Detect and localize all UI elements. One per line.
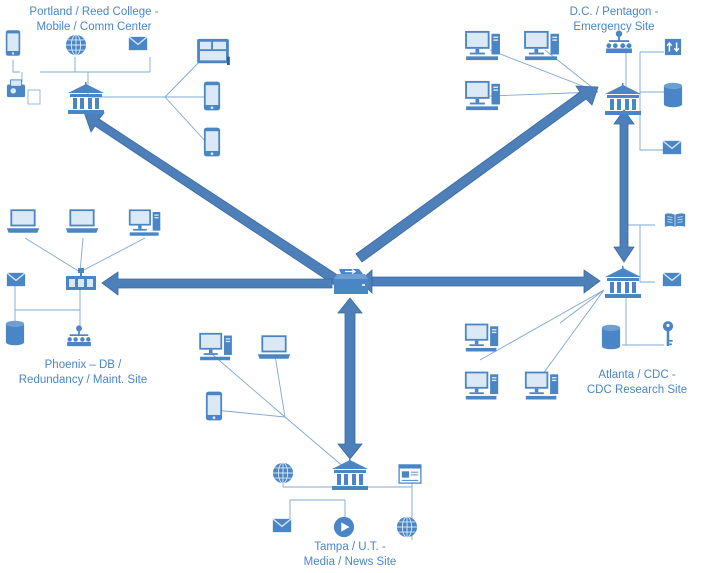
phoenix-workstation-icon[interactable] (128, 209, 161, 236)
portland-web-icon[interactable] (65, 34, 87, 56)
tampa-video-icon[interactable] (333, 516, 355, 538)
tampa-email-icon[interactable] (272, 518, 292, 533)
portland-fax-icon[interactable] (6, 79, 26, 98)
tampa-globe-icon[interactable] (396, 516, 418, 538)
phoenix-laptop-2-icon[interactable] (65, 209, 99, 233)
site-label-phoenix: Phoenix – DB / Redundancy / Maint. Site (8, 358, 158, 388)
site-label-atlanta: Atlanta / CDC - CDC Research Site (572, 368, 701, 398)
arrow-hub-dc (355, 85, 599, 263)
site-label-dc-line2: Emergency Site (573, 21, 655, 33)
phoenix-switch-icon[interactable] (66, 268, 96, 290)
portland-email-icon[interactable] (128, 36, 148, 51)
portland-tablet-icon[interactable] (197, 38, 230, 66)
site-label-tampa-line2: Media / News Site (303, 556, 397, 568)
router-icon[interactable] (333, 268, 369, 295)
site-label-dc: D.C. / Pentagon - Emergency Site (544, 5, 684, 35)
site-label-atlanta-line1: Atlanta / CDC - (598, 369, 676, 381)
tampa-webpage-icon[interactable] (398, 464, 422, 484)
atlanta-library-icon[interactable] (664, 212, 686, 228)
tampa-phone-icon[interactable] (205, 391, 223, 421)
site-label-atlanta-line2: CDC Research Site (586, 384, 688, 396)
atlanta-workstation-2-icon[interactable] (464, 371, 499, 400)
atlanta-email-icon[interactable] (662, 272, 682, 287)
site-label-portland: Portland / Reed College - Mobile / Comm … (14, 5, 174, 35)
site-label-tampa-line1: Tampa / U.T. - (314, 541, 386, 553)
tampa-building-icon[interactable] (332, 458, 368, 490)
arrow-dc-atlanta (613, 109, 635, 263)
site-label-phoenix-line2: Redundancy / Maint. Site (18, 374, 148, 386)
connector-lines (12, 45, 664, 540)
portland-phone-icon[interactable] (203, 81, 221, 111)
dc-workstation-icon[interactable] (465, 30, 500, 61)
site-label-portland-line2: Mobile / Comm Center (36, 21, 152, 33)
dc-database-icon[interactable] (663, 82, 683, 108)
arrow-hub-atlanta (371, 269, 601, 294)
atlanta-key-icon[interactable] (662, 321, 674, 346)
arrow-hub-phoenix (101, 271, 333, 296)
dc-transfer-icon[interactable] (664, 38, 682, 56)
tampa-workstation-icon[interactable] (199, 332, 232, 361)
arrow-hub-tampa (337, 297, 363, 460)
atlanta-workstation-3-icon[interactable] (524, 371, 559, 400)
site-label-portland-line1: Portland / Reed College - (29, 6, 159, 18)
phoenix-database-icon[interactable] (5, 320, 25, 346)
dc-workstation-2-icon[interactable] (524, 30, 559, 61)
dc-building-icon[interactable] (605, 83, 641, 115)
portland-phone-2-icon[interactable] (203, 127, 221, 157)
dc-workstation-3-icon[interactable] (465, 80, 500, 111)
portland-device-icon (27, 89, 41, 105)
backbone-arrows (83, 85, 635, 460)
phoenix-directory-icon[interactable] (67, 325, 91, 347)
atlanta-database-icon[interactable] (601, 324, 621, 350)
site-label-phoenix-line1: Phoenix – DB / (44, 359, 122, 371)
site-label-dc-line1: D.C. / Pentagon - (569, 6, 659, 18)
dc-email-icon[interactable] (662, 140, 682, 155)
atlanta-workstation-icon[interactable] (464, 323, 499, 352)
portland-building-icon[interactable] (68, 82, 104, 114)
phoenix-laptop-icon[interactable] (6, 209, 40, 233)
atlanta-building-icon[interactable] (605, 266, 641, 298)
site-label-tampa: Tampa / U.T. - Media / News Site (280, 540, 420, 570)
tampa-laptop-icon[interactable] (257, 335, 291, 359)
tampa-web-icon[interactable] (272, 462, 294, 484)
phoenix-email-icon[interactable] (6, 272, 26, 287)
